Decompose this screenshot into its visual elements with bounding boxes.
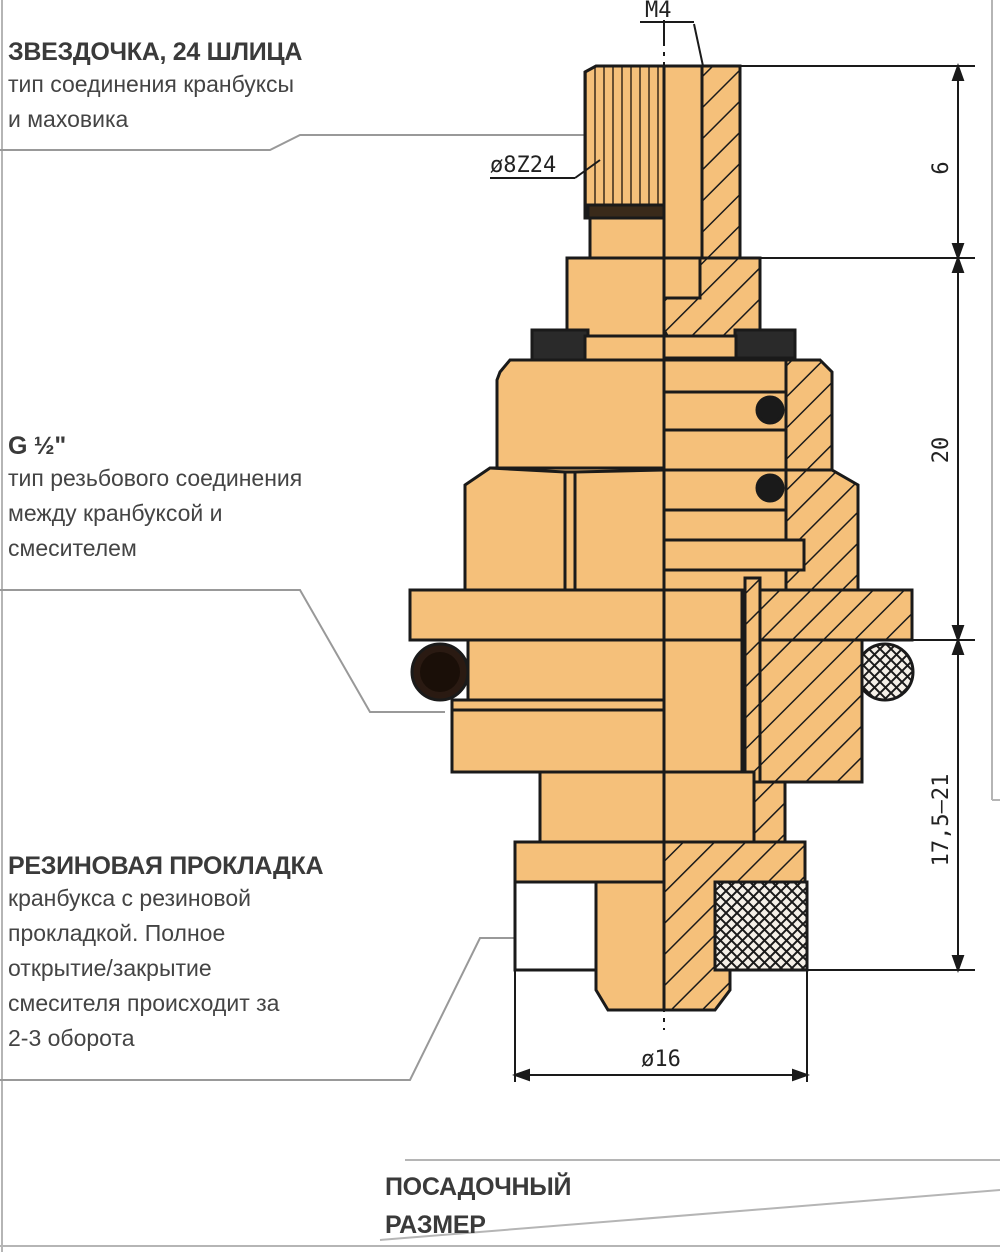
callout-gasket-desc-1: кранбукса с резиновой (8, 885, 251, 911)
callout-gasket-title: РЕЗИНОВАЯ ПРОКЛАДКА (8, 852, 324, 880)
callout-gasket-desc-5: 2-3 оборота (8, 1025, 135, 1051)
callout-spline-title: ЗВЕЗДОЧКА, 24 ШЛИЦА (8, 38, 303, 66)
callout-thread-title: G ½" (8, 432, 66, 460)
dim-height-middle: 20 (929, 437, 954, 464)
callout-gasket-desc-2: прокладкой. Полное (8, 920, 226, 946)
dim-height-bottom: 17,5—21 (929, 774, 954, 867)
callout-thread-desc-2: между кранбуксой и (8, 500, 223, 526)
callout-seat-title-1: ПОСАДОЧНЫЙ (385, 1173, 572, 1201)
callout-thread-desc-3: смесителем (8, 535, 137, 561)
callout-seat: ПОСАДОЧНЫЙ РАЗМЕР (385, 1168, 571, 1244)
cartridge-section (662, 64, 915, 1012)
dimension-lines (490, 21, 975, 1082)
dim-height-top: 6 (929, 161, 954, 174)
dim-diameter-bottom: ø16 (641, 1047, 681, 1072)
callout-seat-title-2: РАЗМЕР (385, 1211, 486, 1239)
callout-thread: G ½" тип резьбового соединения между кра… (8, 432, 302, 566)
dim-m4: M4 (645, 0, 672, 23)
callout-gasket: РЕЗИНОВАЯ ПРОКЛАДКА кранбукса с резиново… (8, 852, 324, 1056)
dim-spline-diameter: ø8Z24 (490, 153, 556, 178)
callout-gasket-desc-4: смесителя происходит за (8, 990, 280, 1016)
callout-thread-desc-1: тип резьбового соединения (8, 465, 303, 491)
cartridge-exterior (408, 64, 666, 1012)
callout-spline-desc-2: и маховика (8, 106, 129, 132)
callout-gasket-desc-3: открытие/закрытие (8, 955, 212, 981)
callout-spline-desc-1: тип соединения кранбуксы (8, 71, 295, 97)
callout-spline: ЗВЕЗДОЧКА, 24 ШЛИЦА тип соединения кранб… (8, 38, 302, 137)
